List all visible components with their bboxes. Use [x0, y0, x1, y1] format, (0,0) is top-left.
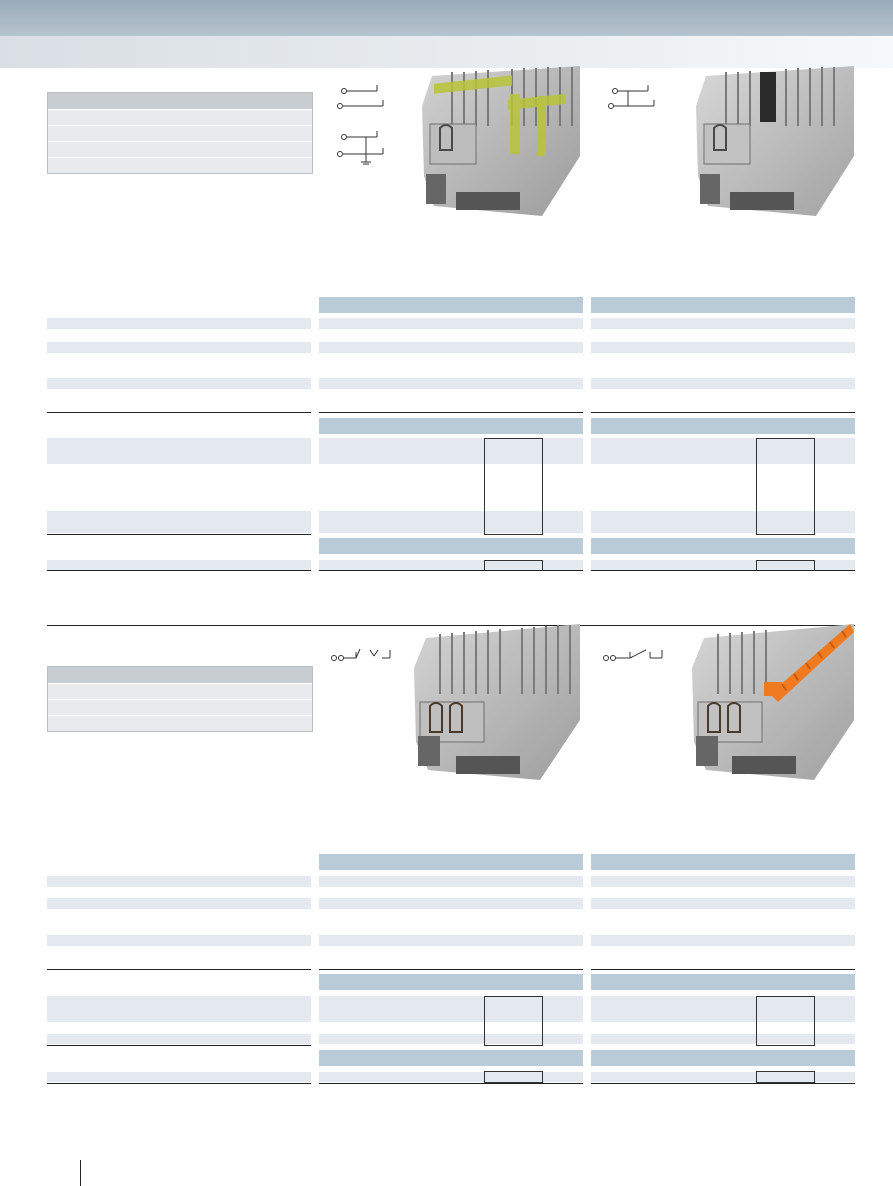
- data-row-band: [319, 318, 583, 329]
- data-row-band: [591, 898, 855, 909]
- product-image-jumper-terminal: [696, 66, 854, 216]
- spec-table-row: [48, 109, 312, 125]
- spec-table-header: [48, 93, 312, 109]
- column-header-band: [319, 538, 583, 554]
- value-box: [484, 1071, 543, 1083]
- data-row-band: [591, 511, 855, 533]
- column-header-band: [591, 1050, 855, 1066]
- column-header-band: [319, 418, 583, 434]
- section-rule: [591, 570, 855, 571]
- spec-table-row: [48, 125, 312, 141]
- data-row-band: [319, 438, 583, 464]
- section-rule: [47, 1045, 311, 1046]
- section-rule: [47, 969, 311, 970]
- data-row-band: [319, 378, 583, 389]
- column-header-band: [319, 854, 583, 870]
- product-image-orange-disconnect: [692, 624, 854, 780]
- column-header-band: [591, 974, 855, 990]
- section-rule: [319, 570, 583, 571]
- column-header-band: [319, 1050, 583, 1066]
- value-box: [756, 1071, 815, 1083]
- data-row-band: [47, 898, 311, 909]
- data-row-band: [47, 560, 311, 570]
- data-row-band: [47, 876, 311, 887]
- data-row-band: [47, 1034, 311, 1044]
- section-rule: [319, 969, 583, 970]
- data-row-band: [47, 511, 311, 533]
- spec-table-header: [48, 667, 312, 683]
- data-row-band: [591, 438, 855, 464]
- section-rule: [47, 1083, 311, 1084]
- section-rule: [591, 969, 855, 970]
- section-rule: [319, 412, 583, 413]
- section-rule: [319, 1083, 583, 1084]
- page-header-bar: [0, 0, 893, 36]
- data-row-band: [319, 1072, 583, 1082]
- column-header-band: [591, 538, 855, 554]
- data-row-band: [591, 378, 855, 389]
- data-row-band: [47, 935, 311, 946]
- data-row-band: [319, 898, 583, 909]
- data-row-band: [47, 1072, 311, 1082]
- spec-table-row: [48, 141, 312, 157]
- column-header-band: [591, 418, 855, 434]
- data-row-band: [319, 1034, 583, 1044]
- data-row-band: [591, 318, 855, 329]
- data-row-band: [319, 996, 583, 1022]
- column-header-band: [319, 297, 583, 313]
- data-row-band: [47, 996, 311, 1022]
- data-row-band: [319, 560, 583, 570]
- data-row-band: [47, 318, 311, 329]
- circuit-symbol-icon: [603, 649, 663, 661]
- data-row-band: [591, 996, 855, 1022]
- value-box: [756, 996, 815, 1046]
- spec-table-row: [48, 715, 312, 731]
- section-divider: [47, 625, 855, 626]
- data-row-band: [47, 378, 311, 389]
- section-rule: [47, 570, 311, 571]
- section-rule: [591, 412, 855, 413]
- value-box: [484, 438, 543, 535]
- spec-table-row: [48, 157, 312, 173]
- data-row-band: [591, 1072, 855, 1082]
- spec-table-2: [47, 666, 313, 732]
- page-footer-rule: [80, 1160, 81, 1186]
- data-row-band: [591, 1034, 855, 1044]
- spec-table-row: [48, 683, 312, 699]
- page-subheader-bar: [0, 36, 893, 68]
- product-image-disconnect-terminal: [414, 624, 580, 780]
- section-rule: [47, 412, 311, 413]
- product-image-ground-terminal: [422, 66, 580, 216]
- data-row-band: [47, 438, 311, 464]
- value-box: [756, 438, 815, 535]
- value-box: [484, 996, 543, 1046]
- circuit-symbol-icon: [608, 85, 655, 109]
- data-row-band: [319, 342, 583, 353]
- spec-table-1: [47, 92, 313, 174]
- column-header-band: [319, 974, 583, 990]
- data-row-band: [591, 935, 855, 946]
- data-row-band: [47, 342, 311, 353]
- data-row-band: [591, 876, 855, 887]
- spec-table-row: [48, 699, 312, 715]
- column-header-band: [591, 854, 855, 870]
- data-row-band: [591, 342, 855, 353]
- data-row-band: [319, 511, 583, 533]
- data-row-band: [591, 560, 855, 570]
- data-row-band: [319, 876, 583, 887]
- data-row-band: [319, 935, 583, 946]
- column-header-band: [591, 297, 855, 313]
- circuit-symbol-icon: [331, 648, 391, 661]
- circuit-symbol-icon: [337, 85, 384, 165]
- section-rule: [47, 534, 311, 535]
- section-rule: [591, 1083, 855, 1084]
